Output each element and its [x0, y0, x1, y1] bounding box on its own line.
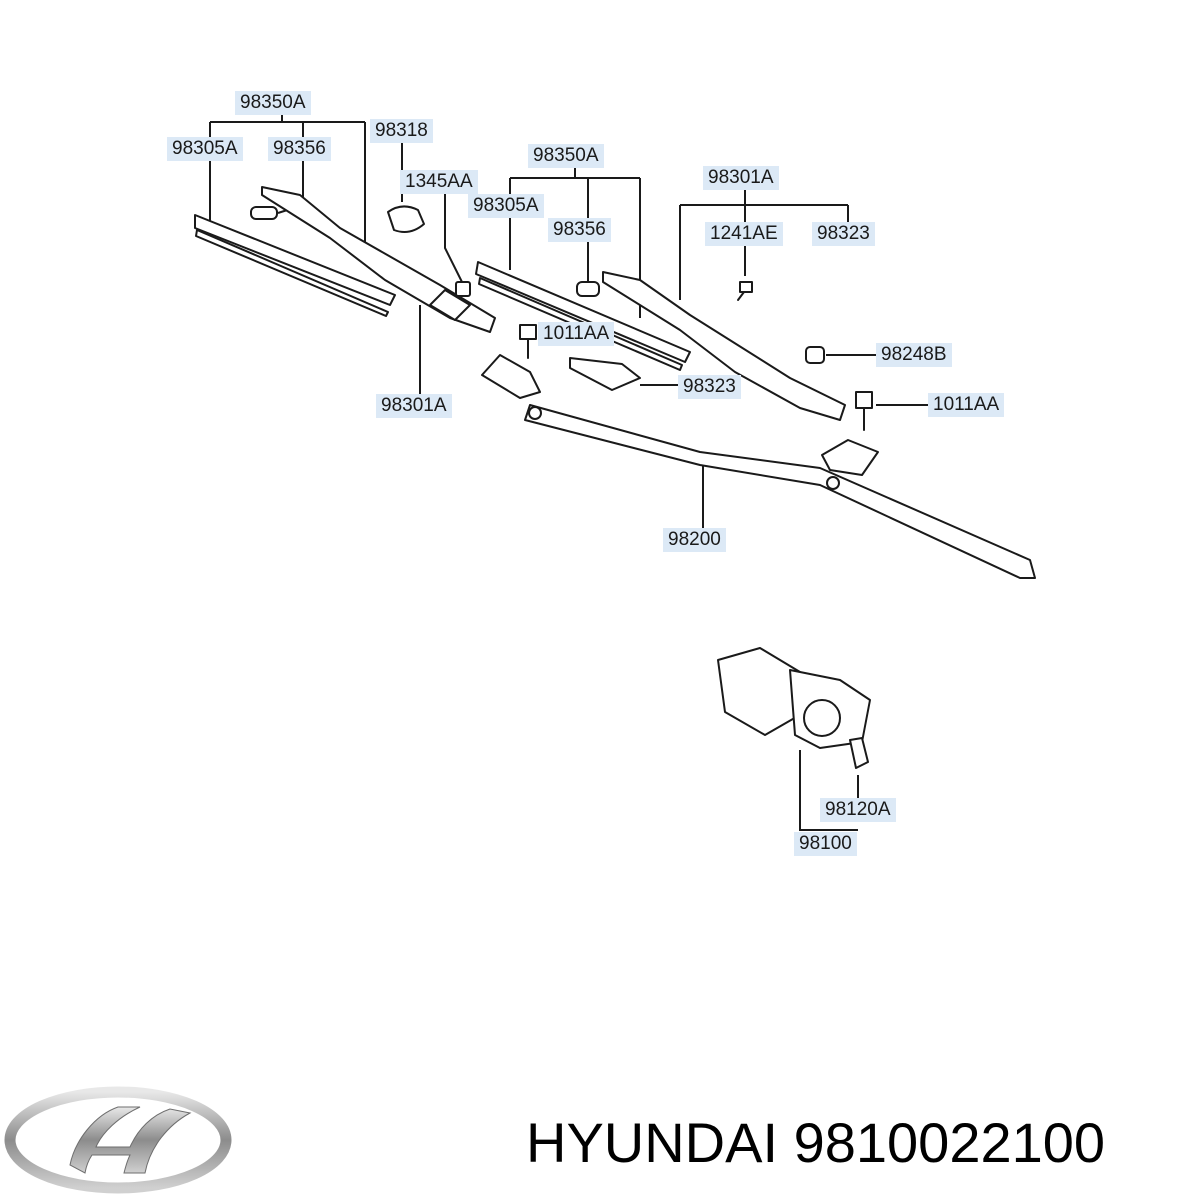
wiper-parts-drawing	[194, 186, 1036, 769]
arm-cap	[387, 205, 425, 233]
label-98301A-right: 98301A	[703, 166, 779, 190]
label-98305A-left: 98305A	[167, 137, 243, 161]
label-98100: 98100	[794, 832, 857, 856]
wiper-linkage	[481, 354, 1036, 579]
label-98305A-right: 98305A	[468, 194, 544, 218]
wiper-motor	[717, 647, 871, 769]
label-98200: 98200	[663, 528, 726, 552]
left-wiper-blade	[194, 214, 396, 317]
bolt-icon-left	[519, 324, 537, 359]
part-number: 9810022100	[793, 1111, 1106, 1174]
right-wiper-arm	[602, 271, 846, 421]
label-98318: 98318	[370, 119, 433, 143]
label-98301A-left: 98301A	[376, 394, 452, 418]
label-98248B: 98248B	[876, 343, 952, 367]
hyundai-logo-icon	[4, 1086, 232, 1194]
arm-nut	[455, 281, 471, 297]
leader-lines	[209, 115, 930, 831]
bolt-icon-right	[855, 391, 873, 431]
label-98120A: 98120A	[820, 798, 896, 822]
label-98323-top: 98323	[812, 222, 875, 246]
label-98356-left: 98356	[268, 137, 331, 161]
left-wiper-arm	[261, 186, 496, 333]
brand-and-part-number: HYUNDAI 9810022100	[526, 1110, 1105, 1176]
label-98356-right: 98356	[548, 218, 611, 242]
grommet	[805, 346, 825, 364]
label-98323-mid: 98323	[678, 375, 741, 399]
label-98350A-right: 98350A	[528, 144, 604, 168]
label-1241AE: 1241AE	[705, 222, 783, 246]
right-blade-clip	[576, 281, 600, 297]
label-98350A-left: 98350A	[235, 91, 311, 115]
label-1345AA: 1345AA	[400, 170, 478, 194]
left-blade-clip	[250, 206, 278, 220]
pivot-cover	[569, 357, 641, 391]
label-1011AA-right: 1011AA	[928, 393, 1005, 417]
brand-name: HYUNDAI	[526, 1111, 779, 1174]
label-1011AA-left: 1011AA	[538, 322, 615, 346]
screw-icon	[737, 281, 753, 301]
